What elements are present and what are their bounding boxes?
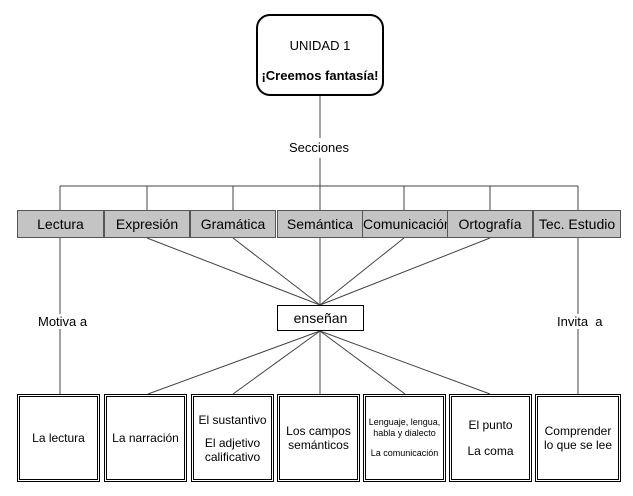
section-tec-estudio: Tec. Estudio (533, 210, 621, 238)
bottom-box-narracion: La narración (104, 394, 187, 482)
div-narracion (147, 330, 321, 395)
section-semantica: Semántica (277, 210, 363, 238)
sections-label: Secciones (289, 140, 349, 155)
bottom-box-punto: El punto La coma (449, 394, 532, 482)
div-lenguaje (319, 330, 406, 395)
conv-ortografia (319, 237, 491, 306)
unit-box: UNIDAD 1 ¡Creemos fantasía! (256, 14, 384, 96)
div-punto (319, 330, 491, 395)
section-expresion: Expresión (104, 210, 190, 238)
box-text: Lenguaje, lengua, habla y dialecto (368, 417, 441, 438)
box-text: El punto (468, 418, 513, 432)
box-text: El adjetivo calificativo (204, 435, 261, 464)
conv-comunicacion (319, 237, 405, 306)
section-ortografia: Ortografía (447, 210, 533, 238)
box-text: La lectura (32, 431, 85, 445)
section-lectura: Lectura (17, 210, 104, 238)
bottom-box-comprender: Comprender lo que se lee (535, 394, 621, 482)
box-text: Comprender lo que se lee (543, 424, 613, 452)
box-text: La narración (112, 431, 179, 445)
unit-number: UNIDAD 1 (289, 38, 351, 53)
bottom-box-lenguaje: Lenguaje, lengua, habla y dialecto La co… (363, 394, 446, 482)
div-sustantivo (232, 330, 321, 395)
conv-gramatica (232, 237, 321, 306)
box-text: El sustantivo (198, 412, 267, 427)
section-comunicacion: Comunicación (362, 210, 452, 238)
unit-title: ¡Creemos fantasía! (261, 68, 379, 83)
section-gramatica: Gramática (190, 210, 276, 238)
center-node-ensenan: enseñan (277, 305, 364, 331)
conv-expresion (146, 237, 321, 306)
bottom-box-campos: Los campos semánticos (277, 394, 360, 482)
right-connector-label: Invita a (555, 314, 605, 329)
bottom-box-sustantivo: El sustantivo El adjetivo calificativo (191, 394, 274, 482)
box-text: Los campos semánticos (286, 424, 351, 452)
box-text: La coma (467, 444, 514, 458)
left-connector-label: Motiva a (36, 314, 90, 329)
box-text: La comunicación (370, 448, 439, 458)
bottom-box-lectura: La lectura (17, 394, 100, 482)
